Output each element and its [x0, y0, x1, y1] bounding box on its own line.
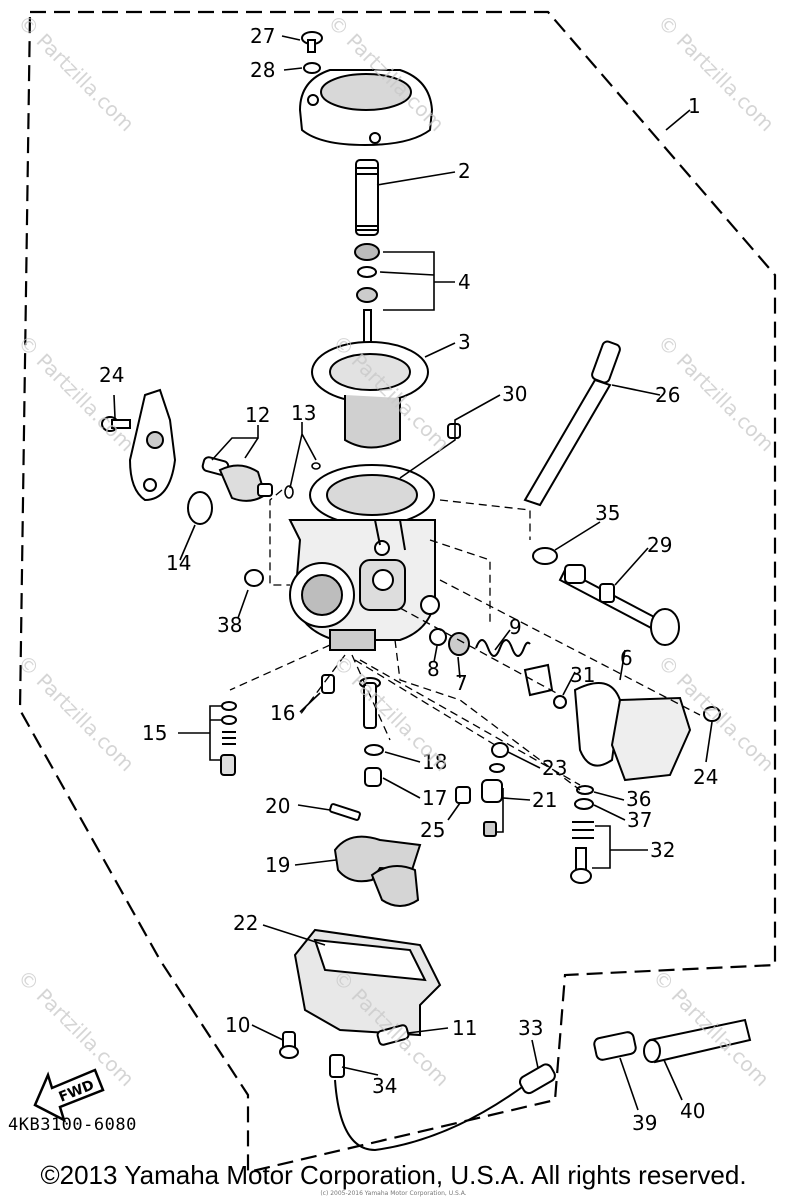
assembly-boundary	[18, 10, 777, 1174]
jet-17	[364, 767, 382, 787]
fwd-arrow-icon	[33, 1068, 105, 1123]
hose-40	[643, 1018, 752, 1064]
washer-18	[364, 744, 384, 756]
callout-label: 9	[509, 615, 522, 639]
callout-label: 37	[627, 808, 652, 832]
jet-25	[455, 786, 471, 804]
callout-label: 33	[518, 1016, 543, 1040]
callout-label: 7	[455, 671, 468, 695]
callout-label: 26	[655, 383, 680, 407]
screw-spring-32	[570, 821, 594, 884]
throttle-cable-26	[523, 340, 621, 507]
callout-label: 25	[420, 818, 445, 842]
callout-label: 3	[458, 330, 471, 354]
o-rings-13	[284, 462, 321, 499]
hose-33	[334, 1063, 556, 1152]
callout-label: 34	[372, 1074, 397, 1098]
callout-label: 13	[291, 401, 316, 425]
callout-label: 8	[427, 657, 440, 681]
spring-2	[355, 159, 379, 236]
cap-23	[491, 742, 509, 758]
bracket-31	[523, 663, 567, 709]
o-ring-14	[187, 491, 213, 525]
callout-label: 40	[680, 1099, 705, 1123]
callout-label: 30	[502, 382, 527, 406]
callout-label: 38	[217, 613, 242, 637]
callout-label: 31	[570, 663, 595, 687]
pilot-screw-set-15	[220, 701, 237, 776]
callout-label: 23	[542, 756, 567, 780]
callout-labels: 27 28 1 2 4 3 30 26 24 12 13 14 35 29 38…	[99, 24, 718, 1135]
gasket-6	[573, 681, 622, 767]
pin-20	[329, 803, 361, 821]
callout-label: 12	[245, 403, 270, 427]
callout-label: 32	[650, 838, 675, 862]
callout-label: 24	[693, 765, 718, 789]
choke-lever-24	[101, 388, 177, 502]
callout-label: 29	[647, 533, 672, 557]
callout-label: 18	[422, 750, 447, 774]
float-19	[333, 835, 422, 907]
o-ring-35	[532, 547, 558, 565]
callout-label: 22	[233, 911, 258, 935]
cap-38	[244, 569, 264, 587]
fitting-39	[593, 1031, 637, 1061]
washer-37	[574, 798, 594, 810]
callout-label: 6	[620, 646, 633, 670]
callout-label: 15	[142, 721, 167, 745]
callout-label: 20	[265, 794, 290, 818]
washer-28	[303, 62, 321, 74]
callout-label: 17	[422, 786, 447, 810]
starter-plunger-29	[558, 564, 680, 646]
screw-set-12	[201, 456, 273, 502]
part-code: 4KB3100-6080	[8, 1115, 137, 1135]
leader-lines	[113, 35, 713, 1111]
callout-label: 1	[688, 94, 701, 118]
copyright-text: ©2013 Yamaha Motor Corporation, U.S.A. A…	[40, 1160, 747, 1190]
washer-8	[429, 628, 447, 646]
diaphragm-3	[311, 341, 429, 449]
connection-lines	[229, 489, 701, 791]
spring-30	[447, 423, 461, 439]
callout-label: 11	[452, 1016, 477, 1040]
screw-27	[301, 31, 323, 53]
clamp-34	[329, 1054, 345, 1078]
needle-valve-21	[481, 763, 505, 837]
fine-print: (c) 2005-2016 Yamaha Motor Corporation, …	[320, 1190, 467, 1197]
screw-10	[279, 1031, 299, 1059]
callout-label: 10	[225, 1013, 250, 1037]
spring-9	[475, 639, 531, 657]
callout-label: 36	[626, 787, 651, 811]
callout-label: 24	[99, 363, 124, 387]
cover-24-right	[610, 696, 721, 782]
seal-7	[448, 632, 470, 656]
callout-label: 14	[166, 551, 191, 575]
o-ring-36	[576, 785, 594, 795]
carburetor-body	[288, 464, 440, 651]
callout-label: 4	[458, 270, 471, 294]
callout-label: 27	[250, 24, 275, 48]
callout-label: 2	[458, 159, 471, 183]
callout-label: 16	[270, 701, 295, 725]
callout-label: 35	[595, 501, 620, 525]
callout-label: 21	[532, 788, 557, 812]
callout-label: 19	[265, 853, 290, 877]
callout-label: 28	[250, 58, 275, 82]
top-cover	[298, 69, 434, 147]
drain-screw-11	[376, 1024, 410, 1046]
callout-label: 39	[632, 1111, 657, 1135]
jet-16	[321, 674, 335, 694]
emulsion-tube	[359, 677, 381, 729]
float-bowl	[293, 928, 442, 1037]
